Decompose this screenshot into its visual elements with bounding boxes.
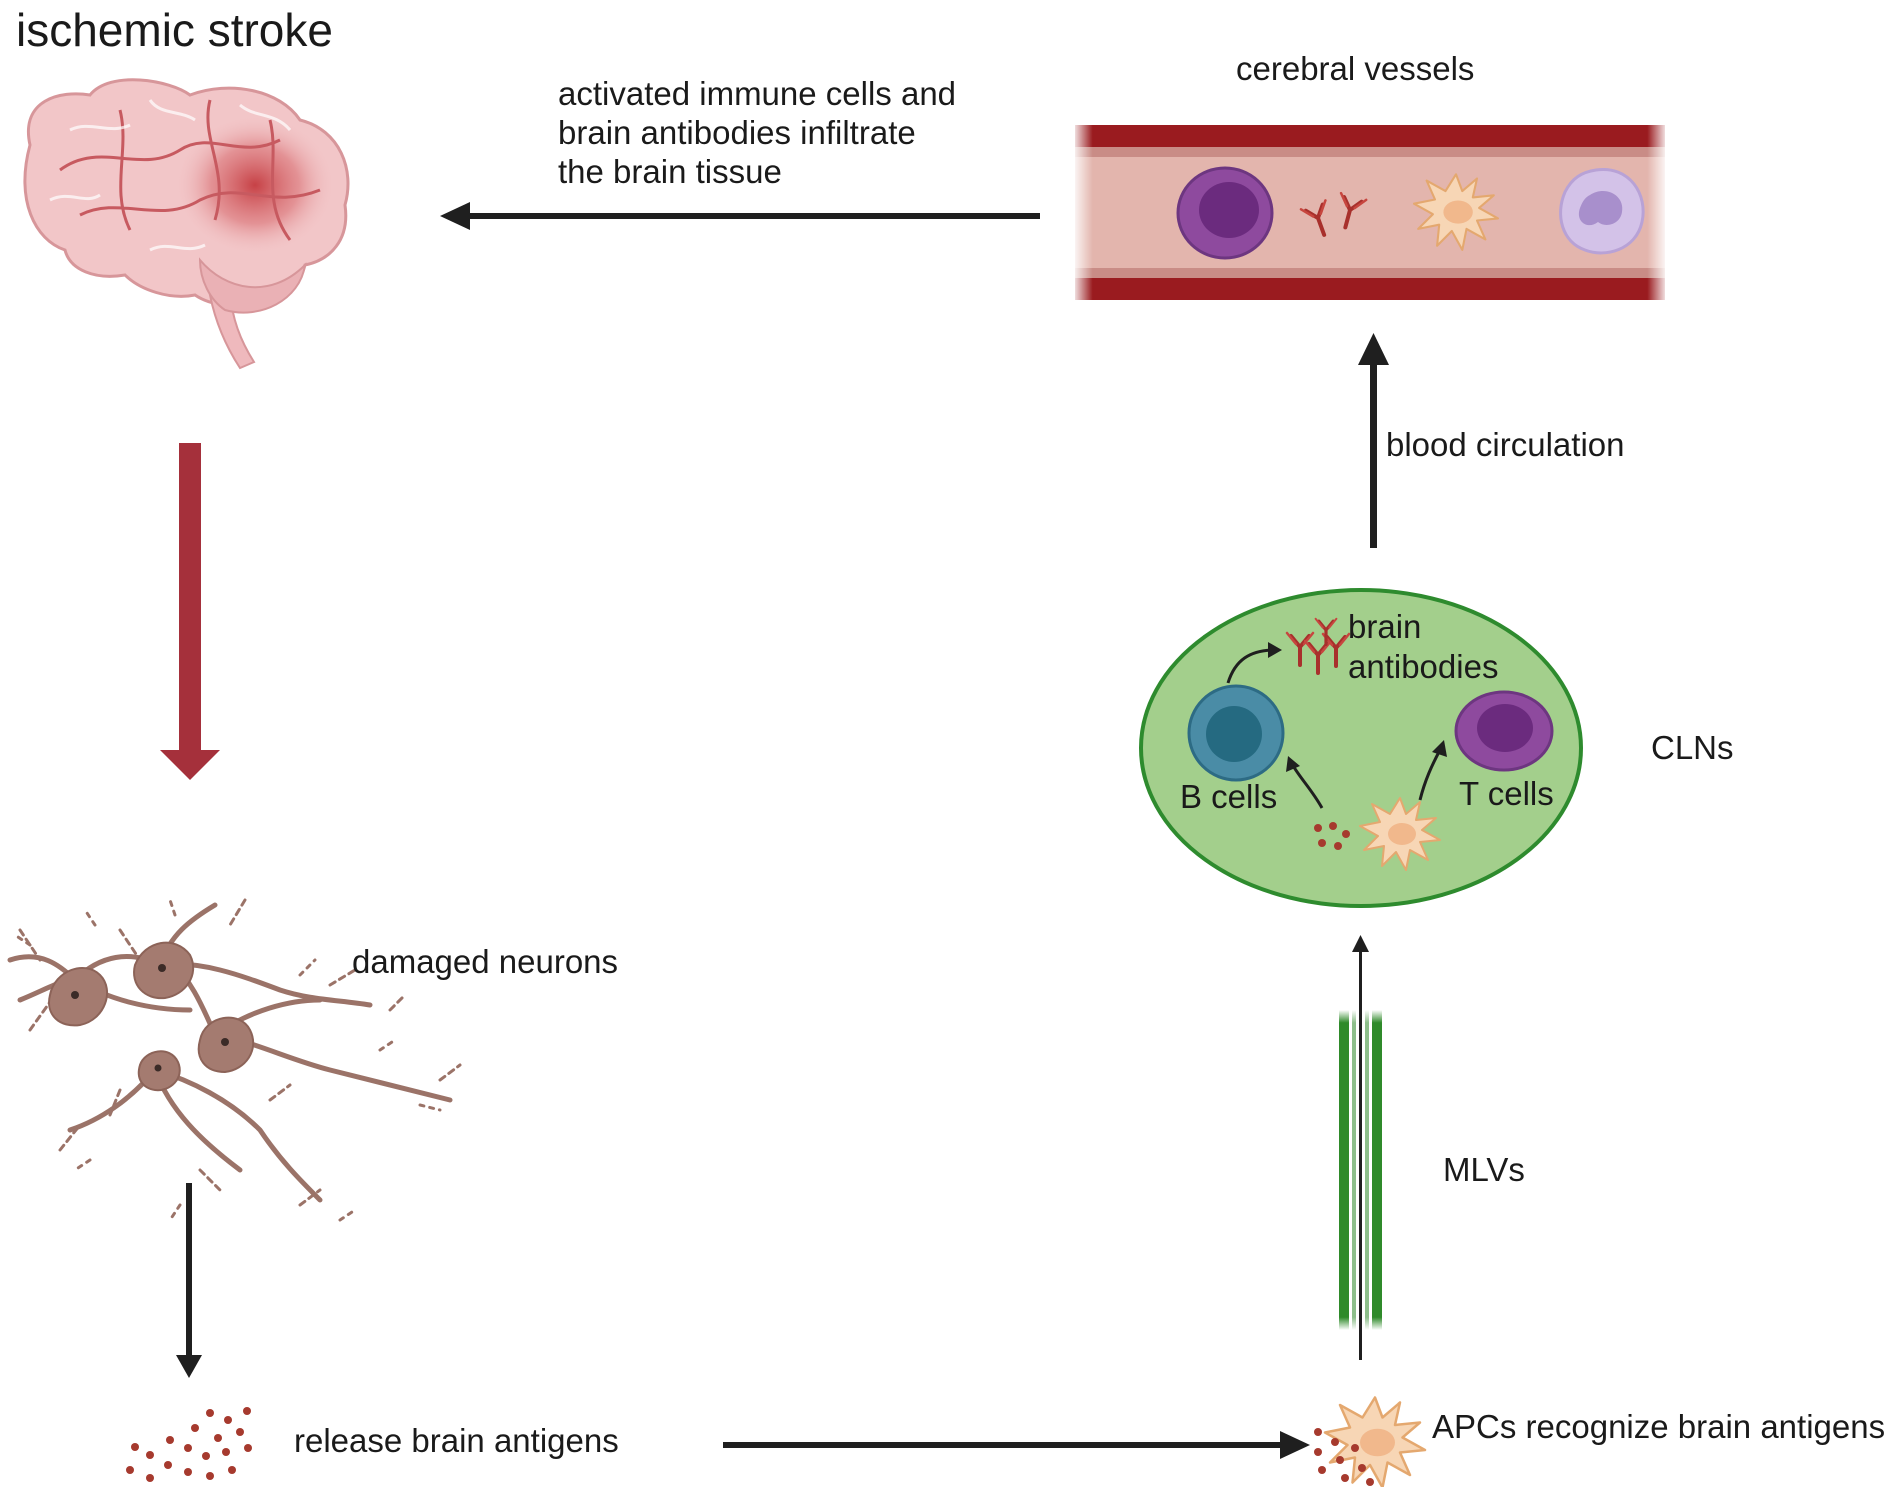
- b-cell-icon: [1187, 684, 1285, 782]
- b-cells-label: B cells: [1180, 778, 1278, 815]
- stroke-to-neurons-arrow: [160, 443, 220, 780]
- lymphatic-vessel-icon: [1339, 1010, 1382, 1330]
- release-antigens-label: release brain antigens: [294, 1422, 619, 1459]
- t-cells-label: T cells: [1459, 775, 1554, 812]
- infiltrate-label-line-3: the brain tissue: [558, 153, 782, 190]
- vessel-to-brain-arrow: [440, 202, 1040, 230]
- lymph-node-icon: [1139, 588, 1583, 908]
- neurons-to-antigens-arrow: [176, 1183, 202, 1378]
- cerebral-vessels-label: cerebral vessels: [1236, 50, 1475, 87]
- blood-circulation-label: blood circulation: [1386, 426, 1625, 463]
- brain-icon: [23, 78, 350, 370]
- brain-antibodies-label-line-1: brain: [1348, 608, 1422, 645]
- damaged-neurons-label: damaged neurons: [352, 943, 619, 980]
- antigens-to-apc-arrow: [723, 1431, 1310, 1459]
- brain-antibodies-label-line-2: antibodies: [1348, 648, 1499, 685]
- mlvs-label: MLVs: [1443, 1151, 1525, 1188]
- antigen-dots-icon: [126, 1407, 252, 1482]
- t-cell-icon: [1454, 690, 1554, 772]
- clns-label: CLNs: [1651, 729, 1734, 766]
- dendritic-cell-icon: [1314, 1396, 1427, 1487]
- apcs-label: APCs recognize brain antigens: [1432, 1408, 1886, 1445]
- apc-to-cln-arrow: [1352, 935, 1369, 1360]
- neuron-icon: [7, 898, 462, 1222]
- blood-vessel-icon: [1075, 125, 1665, 300]
- cln-to-vessel-arrow: [1358, 333, 1389, 548]
- diagram-title: ischemic stroke: [16, 4, 333, 56]
- infiltrate-label-line-2: brain antibodies infiltrate: [558, 114, 916, 151]
- infiltrate-label-line-1: activated immune cells and: [558, 75, 957, 112]
